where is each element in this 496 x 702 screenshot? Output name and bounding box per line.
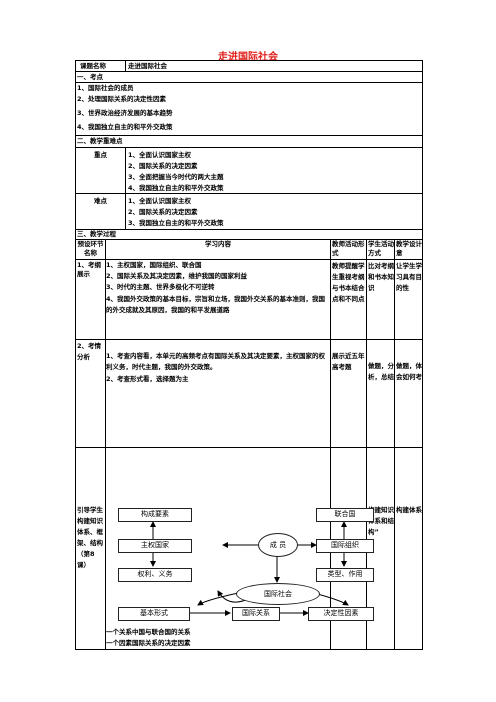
row1-student-activity: 比对考纲和书本知识 bbox=[368, 262, 394, 292]
section-process-title: 三、教学过程 bbox=[77, 230, 116, 238]
difficult-label: 难点 bbox=[94, 197, 107, 205]
header-stage-name: 预设环节名称 bbox=[77, 240, 104, 257]
row3-bottom-line-2: 一个因素国际关系的决定因素 bbox=[106, 639, 191, 647]
box-sovereign-state: 主权国家 bbox=[118, 539, 192, 553]
row2-design-intent: 做题，体会如何考 bbox=[396, 362, 422, 381]
row3-stage-name: 引导学生构建知识体系、框架、结构（第8课） bbox=[77, 506, 103, 569]
header-student-activity: 学生活动方式 bbox=[368, 240, 394, 257]
row3-student-activity: 构建知识体系和结构” bbox=[368, 506, 394, 536]
row-divider bbox=[76, 71, 422, 72]
row1-teacher-activity: 教师提醒学生重视考纲与书本结合点和不同点 bbox=[332, 262, 365, 303]
col-divider bbox=[394, 239, 395, 650]
row-divider bbox=[76, 82, 422, 83]
box-components: 构成要素 bbox=[118, 508, 192, 522]
difficult-point-3: 3、我国独立自主的和平外交政策 bbox=[128, 219, 224, 227]
box-basic-forms: 基本形式 bbox=[118, 607, 190, 621]
key-point-1: 1、全面认识国家主权 bbox=[128, 151, 192, 159]
key-point-2: 2、国际关系的决定因素 bbox=[128, 162, 198, 170]
col-divider bbox=[105, 239, 106, 650]
box-international-relations: 国际关系 bbox=[232, 607, 280, 621]
row-divider bbox=[76, 147, 422, 148]
row-divider bbox=[76, 229, 422, 230]
row3-bottom-line-1: 一个关系中国与联合国的关系 bbox=[106, 628, 191, 636]
knowledge-structure-diagram: 构成要素 主权国家 权利、义务 基本形式 成 员 国际社会 国际关系 联合国 国… bbox=[118, 503, 418, 627]
box-united-nations: 联合国 bbox=[316, 508, 374, 522]
ellipse-members: 成 员 bbox=[258, 533, 298, 557]
key-point-4: 4、我国独立自主的和平外交政策 bbox=[128, 184, 224, 192]
exam-point-2: 2、处理国际关系的决定性因素 bbox=[77, 95, 167, 103]
row1-stage-name: 1、考纲展示 bbox=[77, 261, 102, 278]
row1-design-intent: 让学生学习具有目的性 bbox=[396, 262, 422, 292]
row2-content-1: 1、考查内容看，本单元的高频考点有国际关系及其决定要素，主权国家的权利义务，时代… bbox=[106, 352, 326, 371]
col-divider bbox=[125, 61, 126, 71]
box-types-functions: 类型、作用 bbox=[316, 568, 374, 582]
row-divider bbox=[76, 239, 422, 240]
row1-content-3: 3、时代的主题、世界多极化不可逆转 bbox=[106, 283, 215, 291]
difficult-point-2: 2、国际关系的决定因素 bbox=[128, 208, 198, 216]
row1-content-1: 1、主权国家，国际组织、联合国 bbox=[106, 261, 202, 269]
row-divider bbox=[76, 259, 422, 260]
box-decisive-factors: 决定性因素 bbox=[308, 607, 374, 621]
row2-student-activity: 做题，分析，总结 bbox=[368, 362, 394, 381]
row2-stage-name: 2、考情分析 bbox=[77, 342, 102, 361]
box-international-organizations: 国际组织 bbox=[316, 539, 374, 553]
page-title: 走进国际社会 bbox=[218, 52, 278, 63]
exam-point-1: 1、国际社会的成员 bbox=[77, 84, 134, 92]
key-label: 重点 bbox=[94, 151, 107, 159]
row-divider bbox=[76, 339, 422, 340]
row-divider bbox=[76, 135, 422, 136]
box-rights-obligations: 权利、义务 bbox=[118, 568, 192, 582]
section-key-difficult-title: 二、教学重难点 bbox=[77, 137, 123, 145]
course-name-label: 课题名称 bbox=[80, 62, 106, 70]
row2-content-2: 2、考查形式看，选择题为主 bbox=[106, 375, 189, 383]
header-learning-content: 学习内容 bbox=[205, 240, 231, 248]
col-divider bbox=[366, 239, 367, 650]
col-divider bbox=[125, 147, 126, 229]
course-name-value: 走进国际社会 bbox=[128, 62, 167, 70]
row2-teacher-activity: 展示近五年高考题 bbox=[332, 352, 365, 371]
row1-content-4: 4、我国外交政策的基本目标，宗旨和立场，我国外交关系的基本准则，我国的外交成就及… bbox=[106, 295, 326, 314]
header-teacher-activity: 教师活动形式 bbox=[332, 240, 365, 257]
row3-design-intent: 构建体系 bbox=[396, 506, 422, 514]
exam-point-4: 4、我国独立自主的和平外交政策 bbox=[77, 123, 173, 131]
header-design-intent: 教学设计意 bbox=[396, 240, 422, 257]
key-point-3: 3、全面把握当今时代的两大主题 bbox=[128, 173, 224, 181]
row-divider bbox=[76, 447, 422, 448]
row1-content-2: 2、国际关系及其决定因素，维护我国的国家利益 bbox=[106, 272, 248, 280]
col-divider bbox=[330, 239, 331, 650]
difficult-point-1: 1、全面认识国家主权 bbox=[128, 197, 192, 205]
exam-point-3: 3、世界政治经济发展的基本趋势 bbox=[77, 109, 173, 117]
section-exam-points-title: 一、考点 bbox=[77, 73, 103, 81]
lesson-plan-table: 课题名称 走进国际社会 一、考点 1、国际社会的成员 2、处理国际关系的决定性因… bbox=[75, 60, 423, 650]
ellipse-international-society: 国际社会 bbox=[236, 583, 320, 605]
row-divider bbox=[76, 193, 422, 194]
